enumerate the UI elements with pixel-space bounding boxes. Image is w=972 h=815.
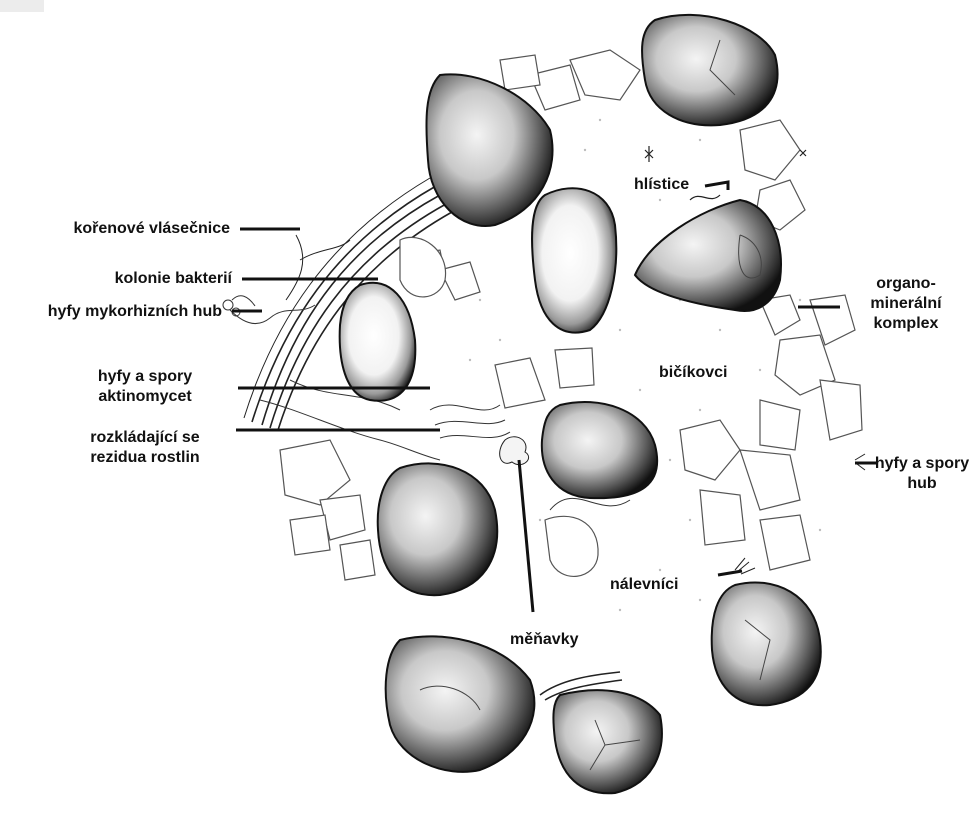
label-amoebae: měňavky (510, 630, 579, 650)
aggregate-lower-right (712, 582, 821, 705)
aggregate-center-mid (542, 402, 657, 498)
label-residue-line2: rezidua rostlin (60, 448, 230, 468)
label-organomineral: organo- minerální komplex (846, 274, 966, 334)
label-organomineral-line3: komplex (846, 314, 966, 334)
label-actinomycete-line1: hyfy a spory (60, 367, 230, 387)
label-fungal-hyphae-line1: hyfy a spory (872, 454, 972, 474)
leader-nematodes (705, 182, 728, 190)
aggregate-bottom-left (386, 636, 535, 771)
label-residue: rozkládající se rezidua rostlin (60, 428, 230, 468)
label-actinomycete: hyfy a spory aktinomycet (60, 367, 230, 407)
amoebae (500, 437, 529, 465)
label-root-hairs: kořenové vlásečnice (20, 219, 230, 239)
aggregate-left-mid (340, 283, 416, 401)
label-flagellates: bičíkovci (659, 363, 727, 383)
label-actinomycete-line2: aktinomycet (60, 387, 230, 407)
aggregate-triangle (635, 200, 781, 311)
label-residue-line1: rozkládající se (60, 428, 230, 448)
label-fungal-hyphae: hyfy a spory hub (872, 454, 972, 494)
leader-amoebae (519, 460, 533, 612)
label-ciliates: nálevníci (610, 575, 678, 595)
aggregate-lower-left (378, 463, 497, 595)
aggregate-top-left (426, 74, 552, 226)
label-fungal-hyphae-line2: hub (872, 474, 972, 494)
label-organomineral-line1: organo- (846, 274, 966, 294)
aggregate-center-tall (532, 188, 616, 332)
aggregate-bottom-right (553, 690, 661, 793)
label-mycorrhizal: hyfy mykorhizních hub (0, 302, 222, 322)
label-organomineral-line2: minerální (846, 294, 966, 314)
label-bacteria: kolonie bakterií (20, 269, 232, 289)
label-nematodes: hlístice (634, 175, 689, 195)
leader-ciliates (718, 571, 742, 575)
